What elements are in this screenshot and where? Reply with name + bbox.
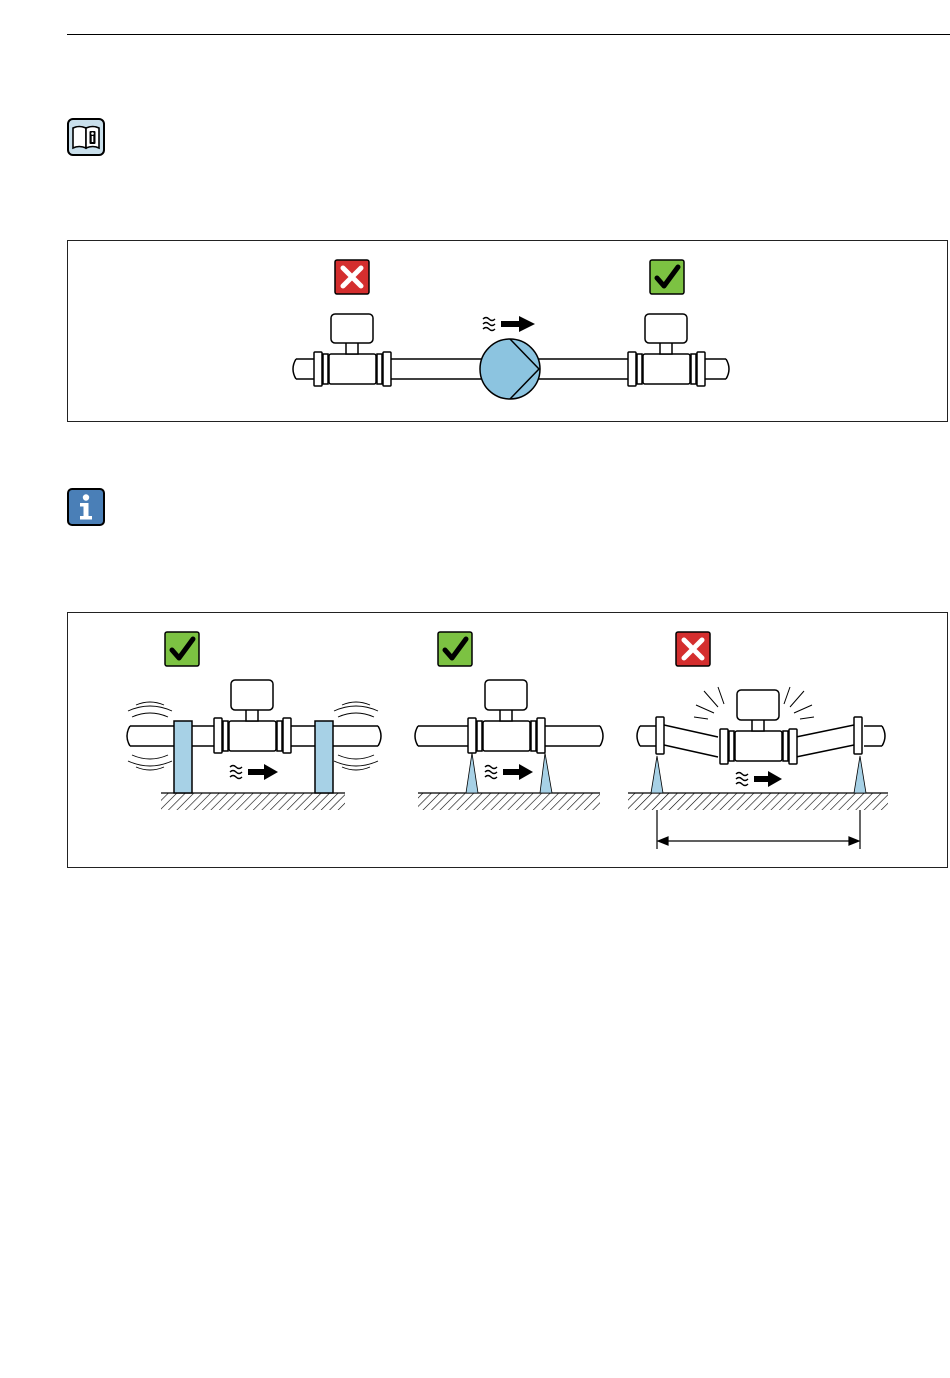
- flow-direction-arrow: [230, 764, 278, 780]
- pipe: [664, 725, 718, 757]
- pump: [480, 339, 540, 399]
- measuring-device: [314, 314, 391, 386]
- ground: [628, 793, 888, 810]
- red-cross-icon: [676, 632, 710, 666]
- measuring-device: [214, 680, 291, 753]
- vibration-support-figure: [67, 612, 948, 868]
- flow-direction-arrow: [483, 316, 535, 332]
- info-icon: [67, 488, 105, 531]
- distance-dimension: [657, 810, 860, 849]
- header-rule: [67, 34, 950, 35]
- pump-placement-figure: [67, 240, 948, 422]
- green-check-icon: [165, 632, 199, 666]
- measuring-device: [468, 680, 545, 753]
- red-cross-icon: [335, 260, 369, 294]
- green-check-icon: [438, 632, 472, 666]
- book-info-icon: [67, 118, 105, 161]
- ground: [418, 793, 600, 810]
- flow-direction-arrow: [485, 764, 533, 780]
- measuring-device: [628, 314, 705, 386]
- flow-direction-arrow: [736, 771, 782, 787]
- ground: [161, 793, 345, 810]
- pipe: [796, 725, 854, 757]
- green-check-icon: [650, 260, 684, 294]
